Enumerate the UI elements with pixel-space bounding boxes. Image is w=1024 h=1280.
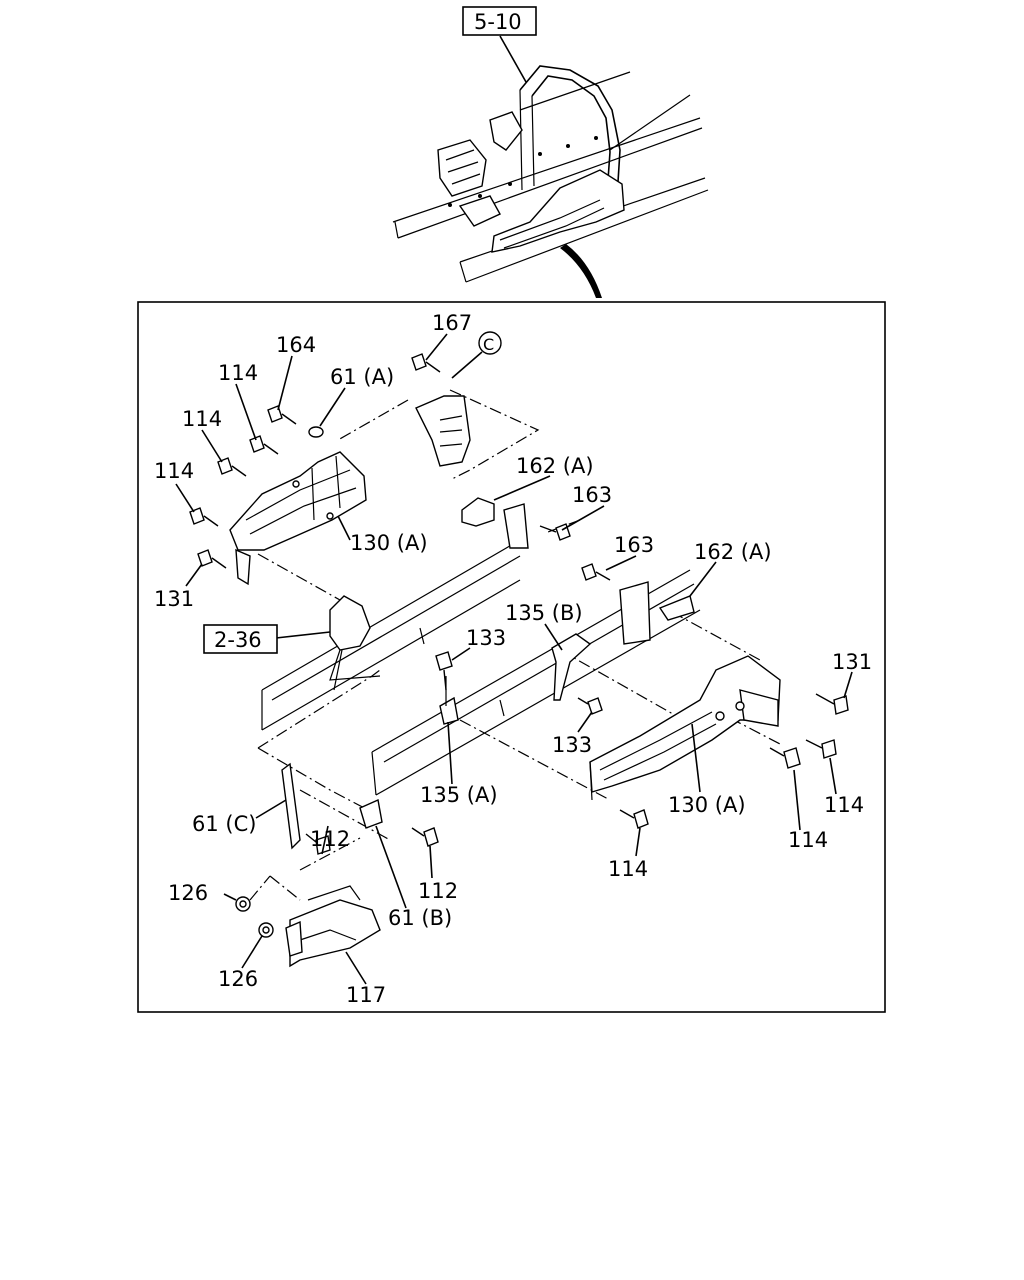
label-163-top: 163 (572, 483, 612, 507)
label-61b: 61 (B) (388, 906, 452, 930)
bracket-162a-upper (461, 497, 529, 549)
label-114-r2: 114 (788, 828, 828, 852)
part-2-36 (329, 595, 381, 691)
label-135a: 135 (A) (420, 783, 498, 807)
bracket-162a-right (619, 581, 695, 645)
overview-frame-illustration (392, 35, 709, 298)
label-126-a: 126 (168, 881, 208, 905)
fasteners (189, 353, 849, 938)
part-labels: 167 164 61 (A) 114 114 114 162 (A) 163 1… (154, 311, 872, 1007)
ref-5-10: 5-10 (474, 10, 522, 34)
bracket-61c (281, 762, 301, 850)
bracket-135b (551, 633, 592, 701)
label-114-c: 114 (154, 459, 194, 483)
bracket-117 (285, 885, 381, 968)
bracket-130a-upper (229, 451, 367, 586)
label-133-top: 133 (466, 626, 506, 650)
leader-lines (175, 333, 853, 985)
ref-box-5-10 (462, 6, 537, 36)
ref-2-36: 2-36 (214, 628, 262, 652)
label-114-b: 114 (182, 407, 222, 431)
label-167: 167 (432, 311, 472, 335)
label-114-bot: 114 (608, 857, 648, 881)
label-114-a: 114 (218, 361, 258, 385)
label-126-b: 126 (218, 967, 258, 991)
label-162a-mid: 162 (A) (694, 540, 772, 564)
label-133-bot: 133 (552, 733, 592, 757)
label-61a: 61 (A) (330, 365, 394, 389)
label-131-left: 131 (154, 587, 194, 611)
detail-frame (137, 301, 886, 1013)
label-163-mid: 163 (614, 533, 654, 557)
bracket-135a (439, 676, 459, 725)
label-112-b: 112 (418, 879, 458, 903)
ref-circle-c (478, 331, 502, 355)
bracket-61b (359, 798, 383, 829)
ref-box-2-36 (203, 624, 278, 654)
ref-c-letter: C (483, 335, 494, 354)
bracket-130a-lower (589, 655, 781, 801)
label-130a-top: 130 (A) (350, 531, 428, 555)
label-135b: 135 (B) (505, 601, 583, 625)
label-130a-bot: 130 (A) (668, 793, 746, 817)
label-131-right: 131 (832, 650, 872, 674)
label-114-r1: 114 (824, 793, 864, 817)
label-117: 117 (346, 983, 386, 1007)
label-112-a: 112 (310, 827, 350, 851)
label-162a-top: 162 (A) (516, 454, 594, 478)
label-61c: 61 (C) (192, 812, 256, 836)
label-164: 164 (276, 333, 316, 357)
bracket-c (415, 395, 471, 467)
